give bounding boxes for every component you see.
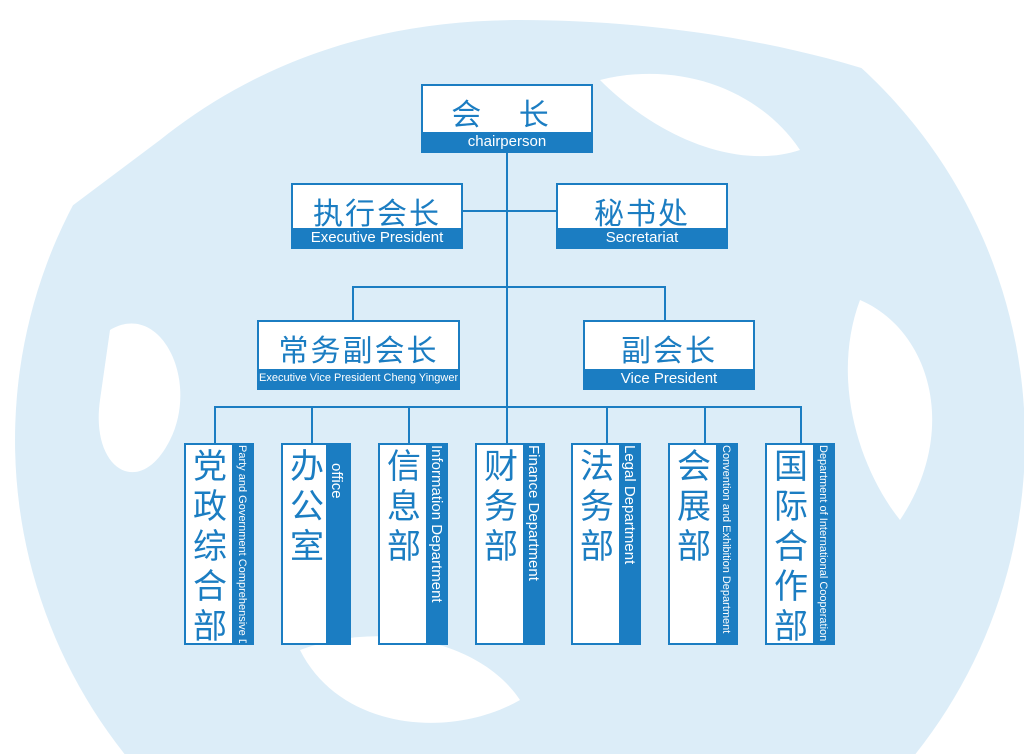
- connector-line: [606, 406, 608, 443]
- department-cn: 办公室: [290, 447, 324, 567]
- department-cn: 信息部: [387, 447, 421, 567]
- vice-president-box: 副会长 Vice President: [583, 320, 755, 390]
- executive-president-cn: 执行会长: [313, 197, 441, 232]
- department-box: 财务部 Finance Department: [475, 443, 545, 645]
- executive-vice-president-cn: 常务副会长: [278, 334, 439, 369]
- executive-president-box: 执行会长 Executive President: [291, 183, 463, 249]
- executive-president-en: Executive President: [293, 228, 461, 247]
- chairperson-box: 会 长 chairperson: [421, 84, 593, 153]
- department-cn: 国际合作部: [774, 447, 808, 647]
- chairperson-cn: 会 长: [451, 98, 563, 133]
- department-en: Finance Department: [525, 445, 542, 581]
- department-box: 办公室 office: [281, 443, 351, 645]
- department-en: Party and Government Comprehensive Depar…: [236, 445, 248, 643]
- connector-line: [408, 406, 410, 443]
- connector-line: [352, 286, 354, 320]
- department-box: 会展部 Convention and Exhibition Department: [668, 443, 738, 645]
- vice-president-cn: 副会长: [621, 334, 717, 369]
- connector-line: [664, 286, 666, 320]
- department-cn: 党政综合部: [193, 447, 227, 647]
- connector-line: [462, 210, 556, 212]
- executive-vice-president-box: 常务副会长 Executive Vice President Cheng Yin…: [257, 320, 460, 390]
- connector-line: [800, 406, 802, 443]
- department-cn: 财务部: [484, 447, 518, 567]
- connector-line: [214, 406, 802, 408]
- department-cn: 会展部: [677, 447, 711, 567]
- department-en: Legal Department: [621, 445, 638, 565]
- secretariat-box: 秘书处 Secretariat: [556, 183, 728, 249]
- connector-line: [352, 286, 666, 288]
- connector-line: [704, 406, 706, 443]
- department-box: 法务部 Legal Department: [571, 443, 641, 645]
- vice-president-en: Vice President: [585, 369, 753, 388]
- department-en: Department of International Cooperation: [817, 445, 829, 642]
- department-box: 党政综合部 Party and Government Comprehensive…: [184, 443, 254, 647]
- department-en: office: [328, 463, 345, 499]
- executive-vice-president-en: Executive Vice President Cheng Yingwen: [259, 369, 458, 388]
- secretariat-cn: 秘书处: [594, 197, 690, 232]
- connector-line: [214, 406, 216, 443]
- department-box: 国际合作部 Department of International Cooper…: [765, 443, 835, 647]
- chairperson-en: chairperson: [423, 132, 591, 151]
- secretariat-en: Secretariat: [558, 228, 726, 247]
- department-box: 信息部 Information Department: [378, 443, 448, 645]
- department-en: Information Department: [428, 445, 445, 603]
- connector-line: [311, 406, 313, 443]
- department-cn: 法务部: [580, 447, 614, 567]
- connector-line: [506, 152, 508, 443]
- department-en: Convention and Exhibition Department: [720, 445, 732, 634]
